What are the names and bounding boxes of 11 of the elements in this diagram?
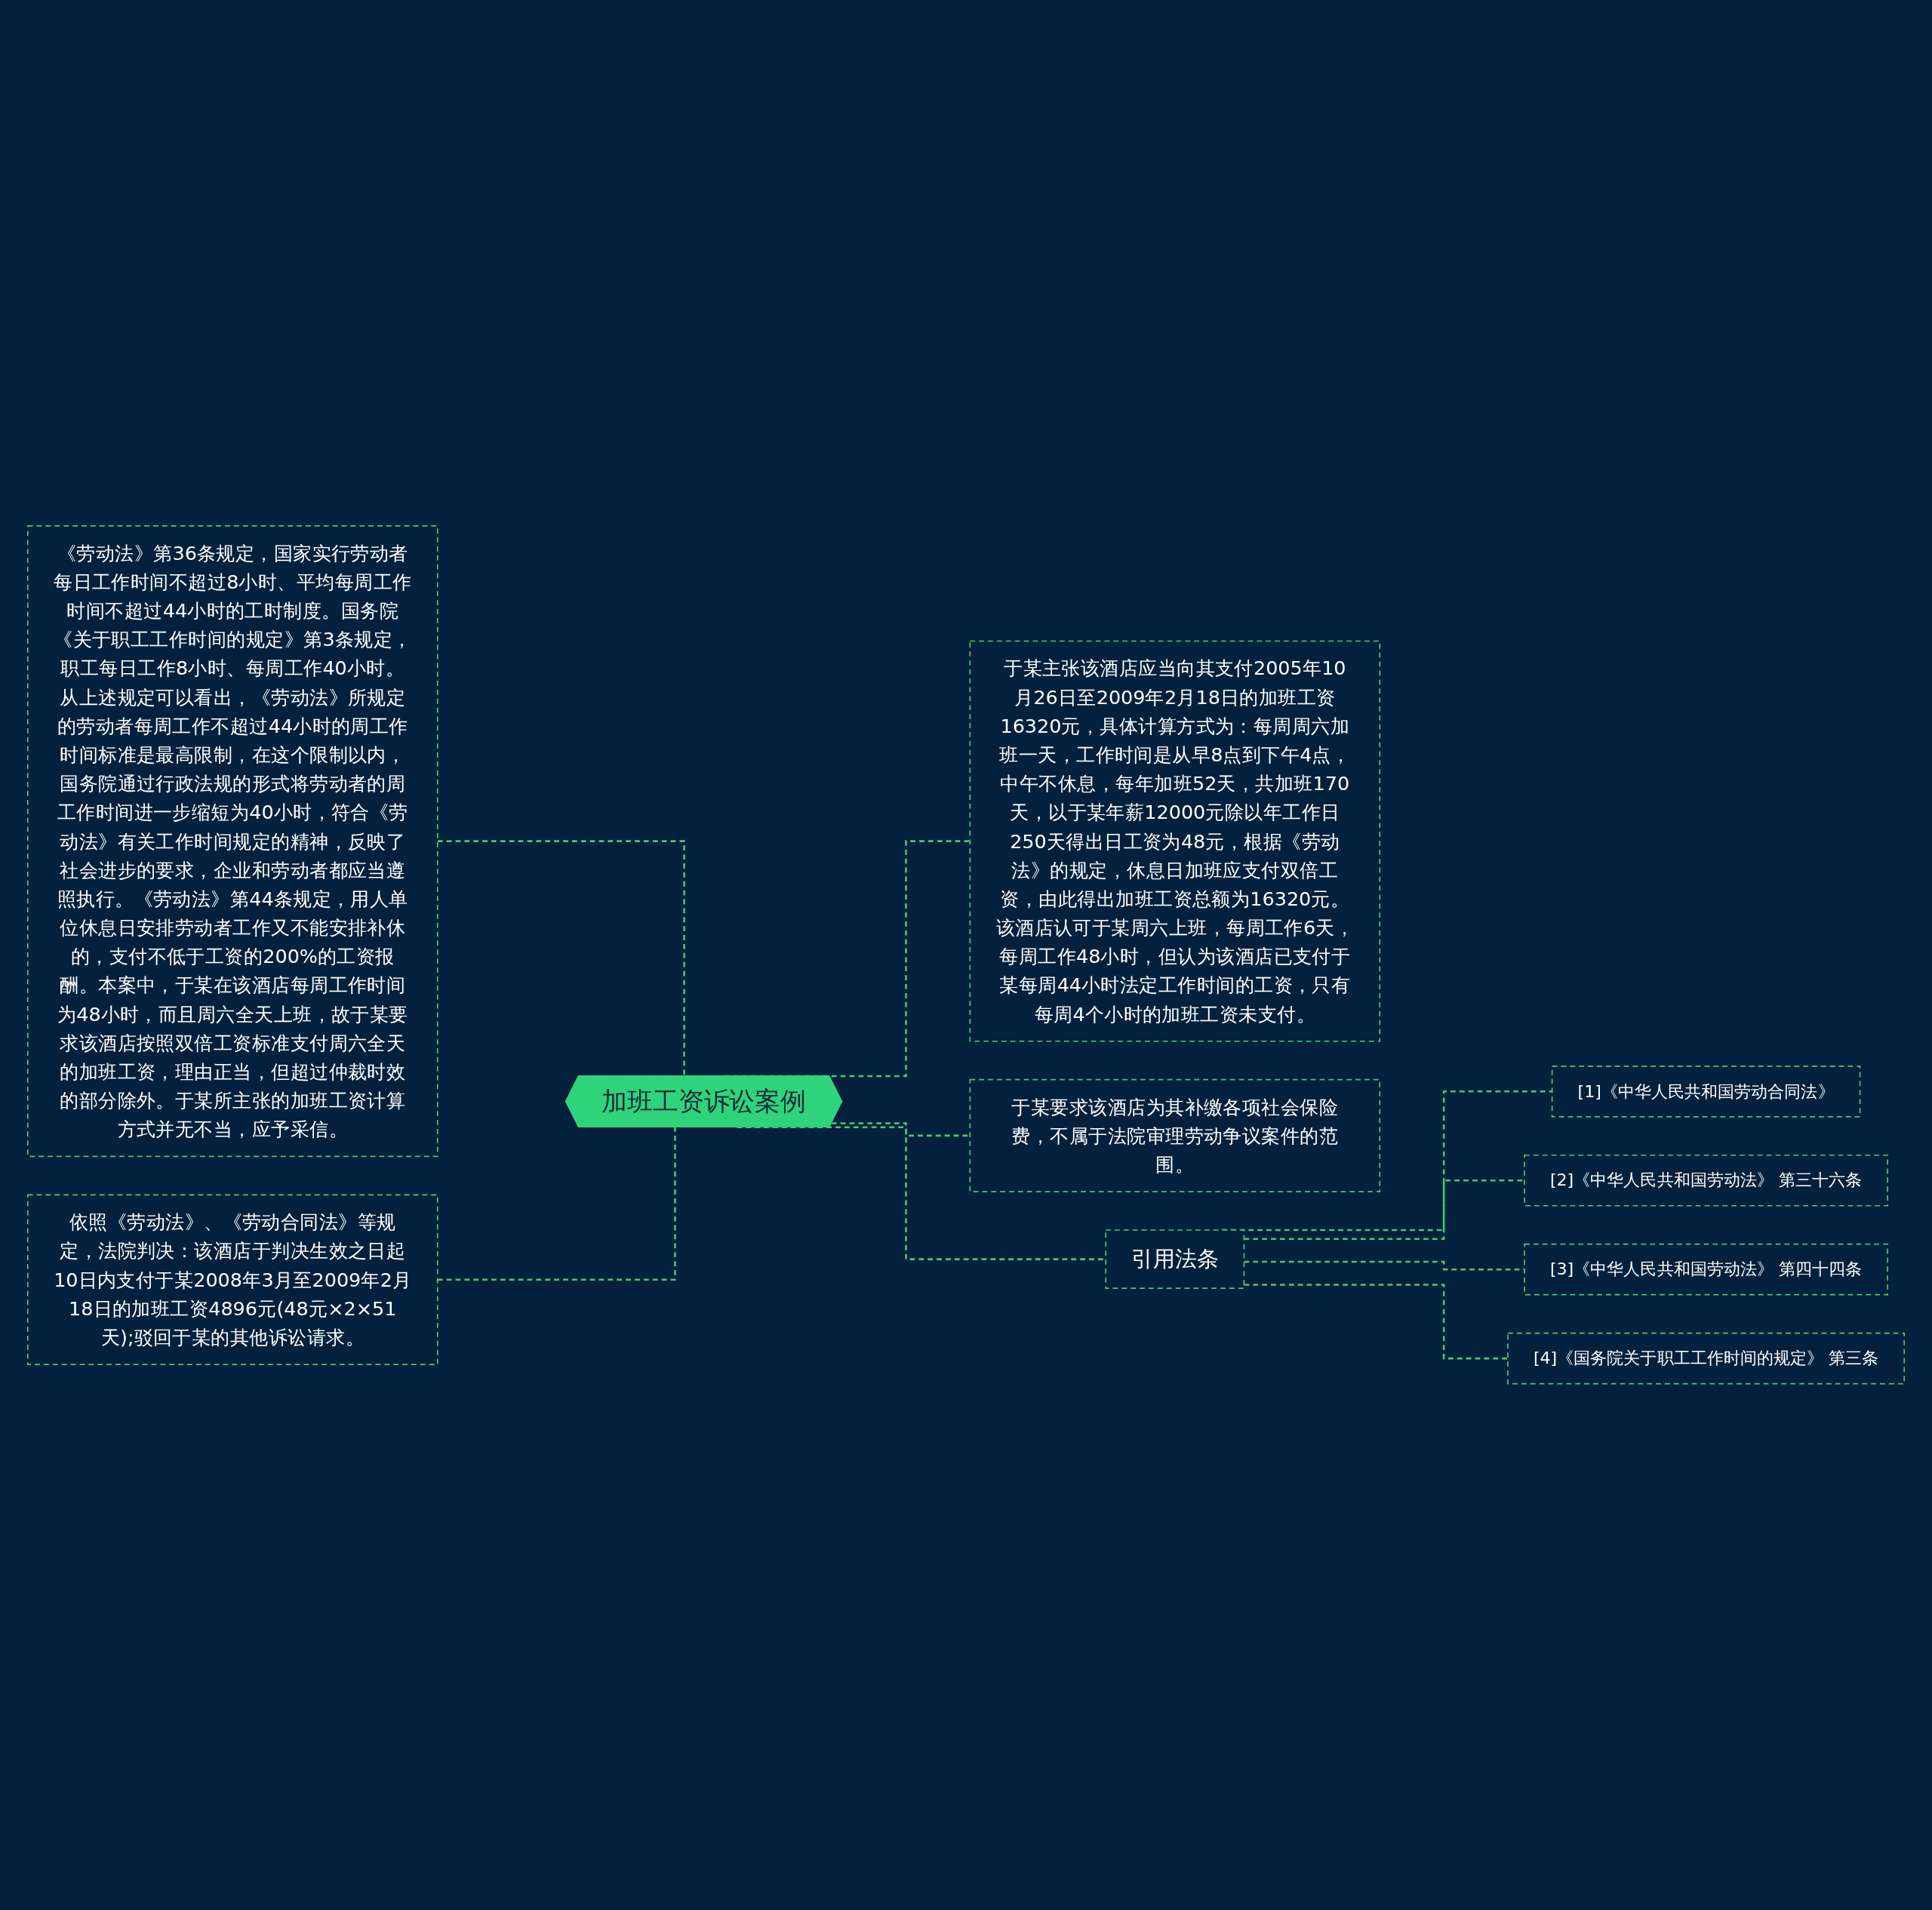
node-box: [1]《中华人民共和国劳动合同法》 [1551, 1066, 1861, 1118]
connector [437, 840, 685, 1077]
node-box: 依照《劳动法》、《劳动合同法》等规定，法院判决：该酒店于判决生效之日起10日内支付于某2008年3月至2009年2月18日的加班工资4896元(48元×2×51天);驳回于某的其他诉讼请求。 [26, 1194, 438, 1366]
connector [437, 1127, 676, 1281]
node-box: 《劳动法》第36条规定，国家实行劳动者每日工作时间不超过8小时、平均每周工作时间不超过44小时的工时制度。国务院《关于职工工作时间的规定》第3条规定，职工每日工作8小时、每周工作40小时。从上述规定可以看出，《劳动法》所规定的劳动者每周工作不超过44小时的周工作时间标准是最高限制，在这个限制以内，国务院通过行政法规的形式将劳动者的周工作时间进一步缩短为40小时，符合《劳动法》有关工作时间规定的精神，反映了社会进步的要求，企业和劳动者都应当遵照执行。《劳动法》第44条规定，用人单位休息日安排劳动者工作又不能安排补休的，支付不低于工资的200%的工资报酬。本案中，于某在该酒店每周工作时间为48小时，而且周六全天上班，故于某要求该酒店按照双倍工资标准支付周六全天的加班工资，理由正当，但超过仲裁时效的部分除外。于某所主张的加班工资计算方式并无不当，应予采信。 [26, 525, 438, 1158]
node-box: [2]《中华人民共和国劳动法》 第三十六条 [1524, 1155, 1888, 1207]
node-box: [3]《中华人民共和国劳动法》 第四十四条 [1524, 1244, 1888, 1296]
node-box: [4]《国务院关于职工工作时间的规定》 第三条 [1507, 1333, 1906, 1385]
node-box: 于某主张该酒店应当向其支付2005年10月26日至2009年2月18日的加班工资16320元，具体计算方式为：每周周六加班一天，工作时间是从早8点到下午4点，中午不休息，每年加班52天，共加班170天，以于某年薪12000元除以年工作日250天得出日工资为48元，根据《劳动法》的规定，休息日加班应支付双倍工资，由此得出加班工资总额为16320元。该酒店认可于某周六上班，每周工作6天，每周工作48小时，但认为该酒店已支付于某每周44小时法定工作时间的工资，只有每周4个小时的加班工资未支付。 [969, 640, 1381, 1042]
node-box: 于某要求该酒店为其补缴各项社会保险费，不属于法院审理劳动争议案件的范围。 [969, 1079, 1381, 1193]
node-box: 引用法条 [1105, 1229, 1245, 1290]
